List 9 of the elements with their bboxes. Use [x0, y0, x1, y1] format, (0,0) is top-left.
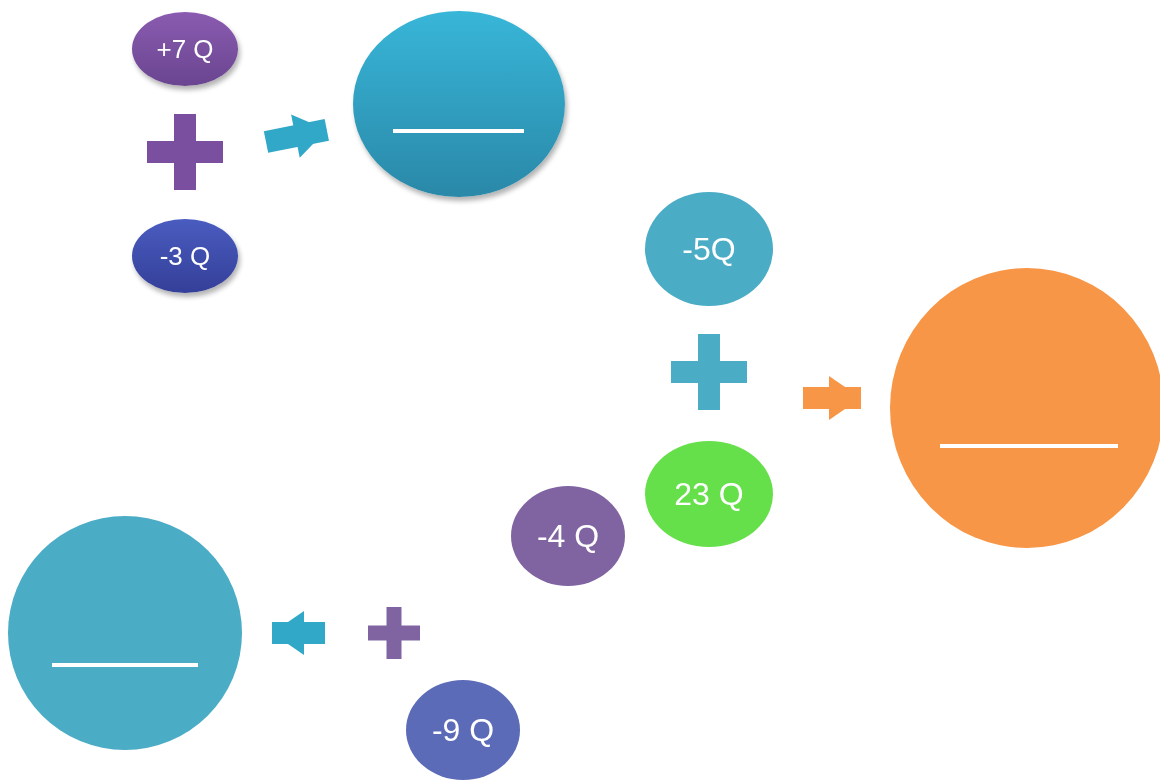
block-arrow — [263, 114, 329, 158]
charge-label: -9 Q — [431, 711, 495, 749]
block-arrow — [803, 376, 861, 420]
block-arrow — [272, 611, 325, 655]
charge-label: -4 Q — [536, 517, 600, 555]
charge-label: +7 Q — [156, 33, 214, 65]
charge-label: 23 Q — [674, 475, 744, 513]
charge-label: -5Q — [682, 230, 736, 268]
charge-label: -3 Q — [159, 240, 211, 272]
